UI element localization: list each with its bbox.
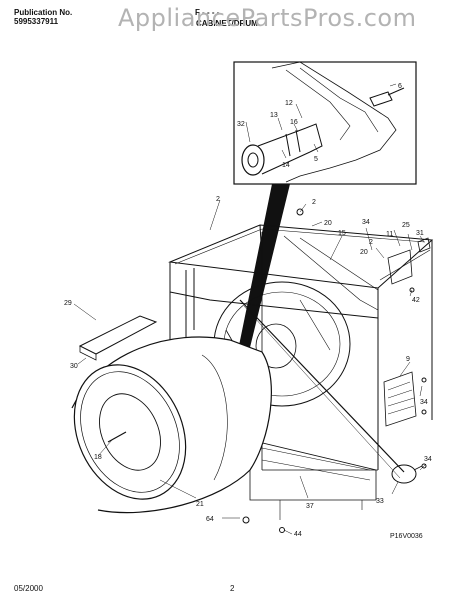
publication-label: Publication No. <box>14 8 73 17</box>
callout-2-left: 2 <box>216 196 220 203</box>
callout-37: 37 <box>306 503 314 510</box>
callout-14: 14 <box>282 162 290 169</box>
callout-11: 11 <box>386 231 393 238</box>
callout-44: 44 <box>294 531 302 538</box>
callout-31: 31 <box>416 230 424 237</box>
model-label: F - - - - <box>195 8 220 17</box>
footer-date: 05/2000 <box>14 584 43 593</box>
callout-32: 32 <box>237 121 245 128</box>
callout-20-top: 20 <box>324 220 332 227</box>
callout-30: 30 <box>70 363 78 370</box>
callout-64: 64 <box>206 516 214 523</box>
callout-34-bottom: 34 <box>424 456 432 463</box>
callout-13: 13 <box>270 112 278 119</box>
callout-34-top: 34 <box>362 219 370 226</box>
callout-21: 21 <box>196 501 204 508</box>
callout-33: 33 <box>376 498 384 505</box>
publication-number: 5995337911 <box>14 17 59 26</box>
callout-9: 9 <box>406 356 410 363</box>
detail-inset <box>233 61 417 185</box>
callout-2-right: 2 <box>369 239 373 246</box>
callout-18: 18 <box>94 454 102 461</box>
callout-29: 29 <box>64 300 72 307</box>
callout-20-right: 20 <box>360 249 368 256</box>
footer-page-number: 2 <box>230 584 235 593</box>
callout-34-mid: 34 <box>420 399 428 406</box>
callout-16: 16 <box>290 119 298 126</box>
callout-25: 25 <box>402 222 410 229</box>
callout-2-top: 2 <box>312 199 316 206</box>
callout-42: 42 <box>412 297 420 304</box>
callout-6: 6 <box>398 83 402 90</box>
callout-12: 12 <box>285 100 293 107</box>
watermark: AppliancePartsPros.com <box>118 4 417 32</box>
figure-code: P16V0036 <box>390 533 423 540</box>
section-title: CABINET/DRUM <box>196 19 258 28</box>
callout-15: 15 <box>338 230 346 237</box>
callout-5: 5 <box>314 156 318 163</box>
